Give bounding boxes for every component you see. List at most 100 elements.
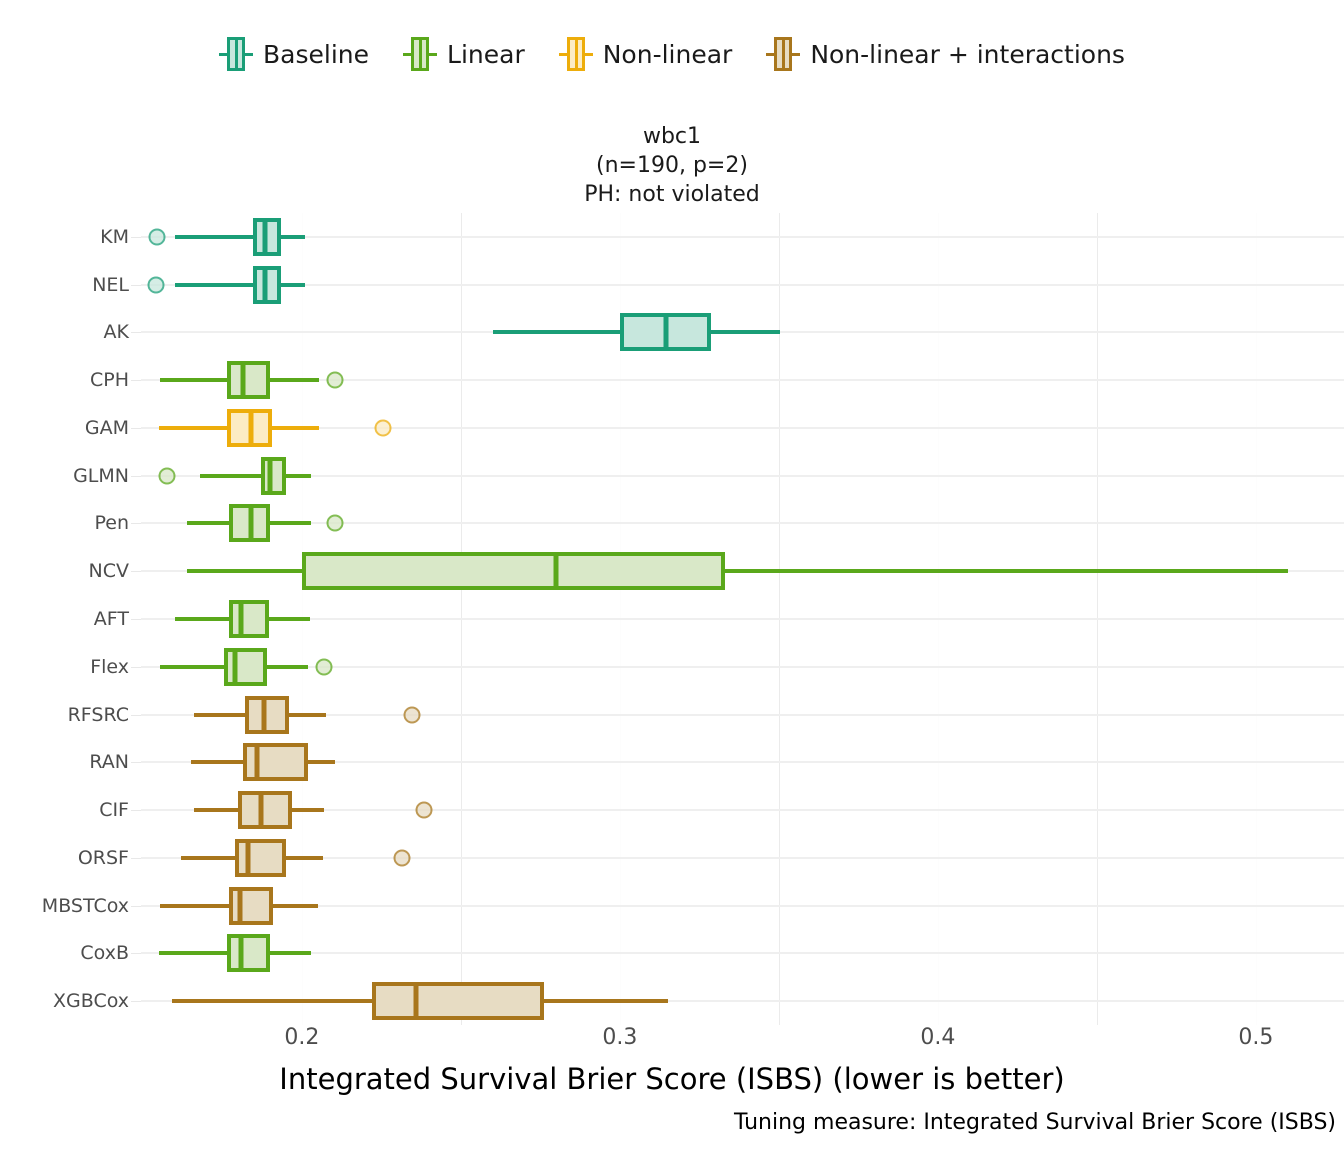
y-axis-tick [131, 427, 141, 429]
row-gridline [141, 235, 1344, 238]
row-gridline [141, 1000, 1344, 1003]
outlier-point [374, 419, 392, 437]
legend-boxplot-icon [558, 35, 593, 73]
x-tick-label: 0.4 [920, 1025, 956, 1050]
box-iqr [243, 743, 309, 782]
y-axis-label-orsf: ORSF [77, 846, 129, 869]
row-gridline [141, 618, 1344, 620]
y-axis-tick [131, 332, 141, 334]
title-line-dataset: wbc1 [642, 124, 702, 149]
box-iqr [301, 552, 725, 591]
median-line [237, 886, 243, 925]
y-axis-tick [131, 380, 141, 382]
row-gridline [141, 474, 1344, 477]
legend-item-non-linear[interactable]: Non-linear [558, 35, 733, 73]
median-line [248, 504, 254, 543]
legend-boxplot-icon [403, 35, 438, 73]
title-line-ph: PH: not violated [584, 182, 760, 208]
box-iqr [235, 838, 286, 877]
y-axis-label-cif: CIF [99, 799, 129, 822]
legend: Baseline Linear Non-linear Non-linear + int… [0, 28, 1344, 80]
legend-boxplot-icon [219, 35, 254, 73]
outlier-point [315, 658, 333, 676]
median-line [238, 600, 244, 638]
legend-boxplot-icon [766, 35, 801, 73]
y-axis-tick [131, 571, 141, 573]
legend-label: Linear [447, 39, 525, 69]
y-axis-tick [131, 619, 141, 620]
row-gridline [141, 809, 1344, 812]
median-line [238, 934, 244, 973]
outlier-point [393, 849, 411, 867]
median-line [248, 408, 254, 447]
median-line [240, 361, 246, 400]
median-line [553, 552, 559, 591]
box-iqr [228, 600, 269, 638]
row-gridline [141, 283, 1344, 286]
median-line [663, 313, 669, 352]
legend-item-linear[interactable]: Linear [403, 35, 525, 73]
outlier-point [158, 467, 176, 485]
median-line [232, 647, 238, 686]
row-gridline [141, 522, 1344, 525]
y-axis-label-pen: Pen [94, 512, 129, 535]
y-axis-tick [131, 810, 141, 812]
row-gridline [141, 856, 1344, 859]
whisker-line [187, 569, 1288, 574]
y-axis-tick [131, 666, 141, 668]
y-axis-tick [131, 236, 141, 238]
legend-item-baseline[interactable]: Baseline [219, 35, 369, 73]
box-iqr [227, 934, 271, 973]
y-axis-tick [131, 475, 141, 477]
y-axis-label-aft: AFT [93, 608, 129, 630]
y-axis-tick [131, 905, 141, 907]
outlier-point [403, 706, 421, 724]
plot-title: wbc1 (n=190, p=2) PH: not violated [0, 122, 1344, 209]
outlier-point [326, 371, 344, 389]
legend-label: Non-linear [602, 39, 733, 69]
x-tick-label: 0.5 [1238, 1025, 1274, 1050]
row-gridline [141, 665, 1344, 668]
median-line [245, 838, 251, 877]
outlier-point [326, 514, 344, 532]
row-gridline [141, 952, 1344, 955]
legend-item-non-linear-interactions[interactable]: Non-linear + interactions [766, 35, 1125, 73]
y-axis-label-ak: AK [103, 321, 129, 344]
y-axis-label-coxb: CoxB [80, 942, 129, 965]
y-axis-tick [131, 284, 141, 286]
y-axis-label-mbstcox: MBSTCox [41, 894, 129, 917]
row-gridline [141, 761, 1344, 764]
median-line [258, 791, 264, 830]
median-line [267, 456, 273, 495]
outlier-point [147, 276, 165, 294]
y-axis-label-cph: CPH [89, 369, 129, 392]
y-axis-tick [131, 953, 141, 955]
y-axis-label-xgbcox: XGBCox [53, 990, 129, 1013]
y-axis-label-ran: RAN [89, 751, 129, 774]
row-gridline [141, 904, 1344, 907]
y-axis-label-flex: Flex [90, 655, 129, 678]
box-iqr [228, 886, 274, 925]
median-line [262, 265, 268, 304]
median-line [262, 217, 268, 256]
box-iqr [223, 647, 267, 686]
outlier-point [148, 228, 166, 246]
y-axis-label-nel: NEL [92, 273, 129, 296]
median-line [261, 695, 267, 734]
row-gridline [141, 713, 1344, 716]
box-iqr [260, 456, 286, 495]
y-axis-label-ncv: NCV [88, 560, 129, 583]
box-iqr [227, 361, 271, 400]
median-line [254, 743, 260, 782]
y-axis-label-glmn: GLMN [73, 464, 129, 487]
y-axis-tick [131, 714, 141, 716]
row-gridline [141, 379, 1344, 382]
y-axis-tick [131, 523, 141, 525]
y-axis-tick [131, 762, 141, 764]
x-tick-label: 0.3 [602, 1025, 638, 1050]
tuning-measure-caption: Tuning measure: Integrated Survival Brie… [734, 1110, 1336, 1135]
box-iqr [238, 791, 293, 830]
y-axis-label-gam: GAM [84, 416, 129, 439]
